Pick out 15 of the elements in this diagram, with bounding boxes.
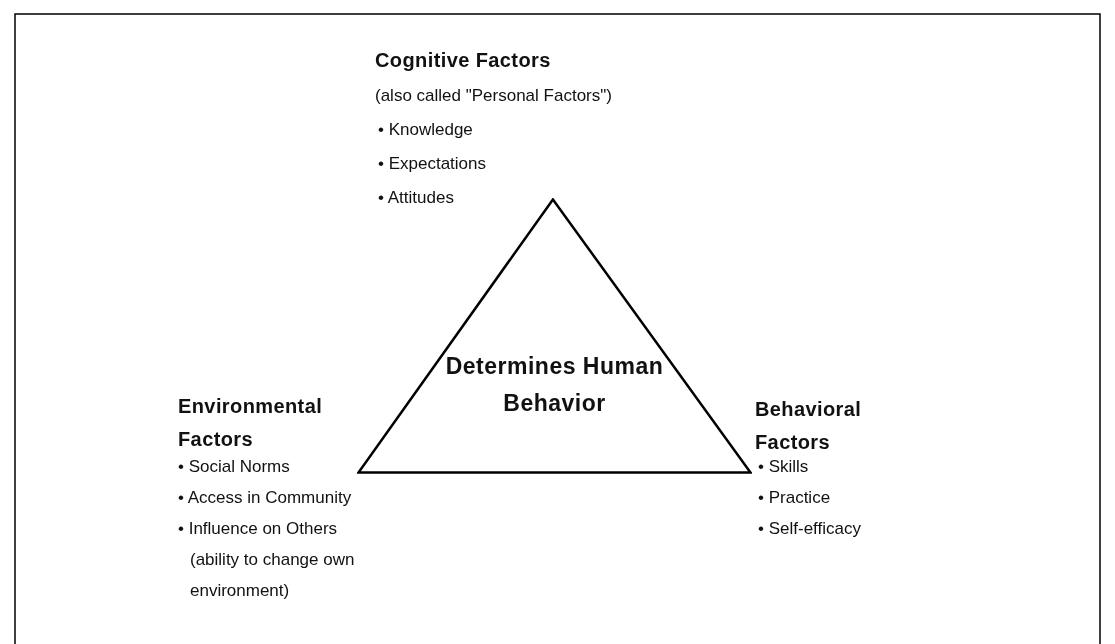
heading: Cognitive Factors — [375, 48, 551, 73]
list-item: • Skills — [758, 456, 809, 478]
heading: Environmental Factors — [178, 394, 324, 452]
note-text: (ability to change own environment) — [190, 549, 356, 602]
heading: Behavioral Factors — [755, 397, 863, 455]
list-item: • Expectations — [378, 153, 486, 175]
list-item: • Social Norms — [178, 456, 290, 478]
list-item: • Practice — [758, 487, 831, 509]
subheading: (also called "Personal Factors") — [375, 85, 612, 107]
list-item: • Self-efficacy — [758, 518, 861, 540]
list-item: • Influence on Others — [178, 518, 338, 540]
list-item: • Knowledge — [378, 119, 473, 141]
list-item: • Access in Community — [178, 487, 352, 509]
list-item: • Attitudes — [378, 187, 454, 209]
triangle-label: Determines Human Behavior — [444, 352, 665, 418]
